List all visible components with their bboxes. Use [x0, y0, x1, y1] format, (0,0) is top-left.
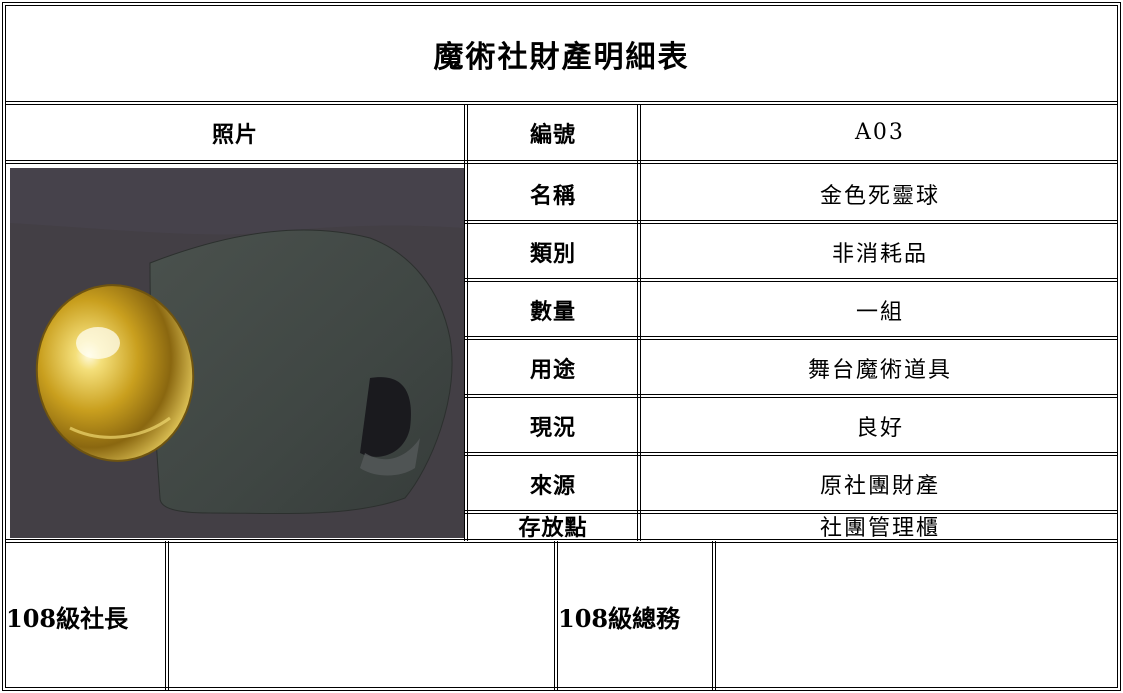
president-signature-field[interactable] [169, 541, 555, 691]
rule-above-signatures [6, 539, 1117, 543]
form-title: 魔術社財產明細表 [6, 6, 1117, 105]
field-label-purpose: 用途 [529, 356, 576, 383]
field-value-name: 金色死靈球 [819, 183, 940, 209]
rule-row-3 [464, 336, 1117, 340]
rule-row-5 [464, 452, 1117, 456]
field-label-name: 名稱 [529, 182, 576, 209]
field-label-condition: 現況 [529, 414, 576, 441]
field-value-number: A03 [855, 120, 905, 145]
photo-header: 照片 [211, 121, 258, 148]
field-value-location: 社團管理櫃 [819, 516, 940, 541]
rule-under-header [6, 160, 1117, 164]
rule-label-right [637, 105, 641, 541]
field-label-number: 編號 [529, 121, 576, 148]
rule-sig-1 [165, 541, 169, 691]
field-value-condition: 良好 [855, 415, 904, 441]
treasurer-signature-field[interactable] [716, 541, 1117, 691]
item-photo [10, 168, 464, 538]
rule-sig-3 [712, 541, 716, 691]
rule-row-4 [464, 394, 1117, 398]
field-value-source: 原社團財產 [819, 473, 940, 499]
rule-photo-right [464, 105, 468, 541]
rule-sig-2 [554, 541, 558, 691]
photo-golden-ball-on-cloth [10, 168, 464, 538]
field-value-quantity: 一組 [855, 299, 904, 325]
field-label-category: 類別 [529, 240, 576, 267]
field-value-purpose: 舞台魔術道具 [807, 357, 952, 383]
rule-row-1 [464, 220, 1117, 224]
field-label-quantity: 數量 [529, 298, 576, 325]
field-value-category: 非消耗品 [831, 241, 928, 267]
president-label: 108級社長 [6, 603, 129, 633]
rule-row-6 [464, 510, 1117, 514]
treasurer-label: 108級總務 [558, 603, 681, 633]
rule-row-2 [464, 278, 1117, 282]
field-label-source: 來源 [529, 472, 576, 499]
field-label-location: 存放點 [518, 515, 588, 541]
